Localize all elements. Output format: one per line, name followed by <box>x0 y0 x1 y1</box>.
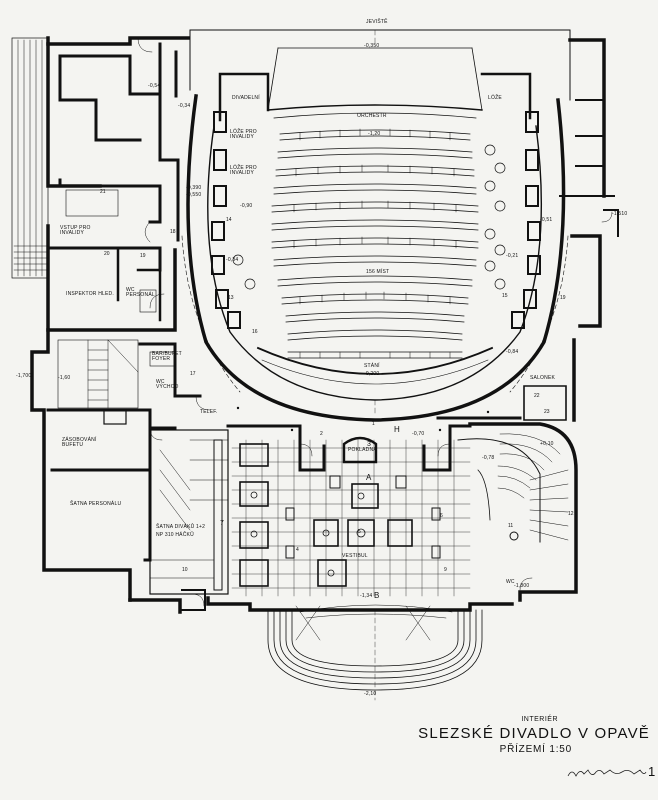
drawing-subtitle: PŘÍZEMÍ 1:50 <box>499 744 572 755</box>
level-054: -0,54 <box>148 83 161 89</box>
level-070: -0,70 <box>412 431 425 437</box>
marker-h: H <box>394 425 400 434</box>
level-021: -0,21 <box>506 253 519 259</box>
level-1510: -1,510 <box>612 211 628 217</box>
level-078: -0,78 <box>482 455 495 461</box>
seat-ticks <box>293 128 457 359</box>
label-vestibul: VESTIBUL <box>342 553 368 559</box>
label-inspektor-hled: INSPEKTOR HLED. <box>66 291 114 297</box>
sheet-number: 1 <box>648 764 656 779</box>
left-lower-wing <box>30 328 206 614</box>
level-1800: -1,800 <box>514 583 530 589</box>
label-bufet-foyer: BAR/BUFET FOYER <box>152 351 182 362</box>
level-stani: -0,200 <box>364 371 380 377</box>
room-number-17: 17 <box>190 371 196 377</box>
label-pokladna: POKLADNA <box>348 447 377 453</box>
marker-a: A <box>366 473 372 482</box>
label-satna-divaku: ŠATNA DIVÁKŮ 1+2 NP 310 HÁČKŮ <box>156 524 206 538</box>
door-swings <box>137 37 613 607</box>
room-number-5: 5 <box>358 529 361 535</box>
entrance-steps <box>267 604 483 691</box>
level-034: -0,34 <box>178 103 191 109</box>
label-zasobovani-bufetu: ZÁSOBOVÁNÍ BUFETU <box>62 437 97 448</box>
room-number-1: 1 <box>372 421 375 427</box>
room-number-19: 19 <box>140 253 146 259</box>
label-vstup-pro-invalidy: VSTUP PRO INVALIDY <box>60 225 91 236</box>
room-number-21: 21 <box>100 189 106 195</box>
label-orchestr: ORCHESTR <box>357 113 387 119</box>
right-staircase <box>457 422 578 602</box>
room-number-14: 14 <box>226 217 232 223</box>
label-satna-personalu: ŠATNA PERSONÁLU <box>70 501 122 507</box>
level-051: -0,51 <box>540 217 553 223</box>
room-number-18: 18 <box>170 229 176 235</box>
room-number-19b: 19 <box>560 295 566 301</box>
vestibule <box>206 424 514 641</box>
level-034b: -0,34 <box>226 257 239 263</box>
level-0390: -0,390 <box>186 185 202 191</box>
title-block: INTERIÉR SLEZSKÉ DIVADLO V OPAVĚ PŘÍZEMÍ… <box>418 716 650 755</box>
level-stage: -0,350 <box>364 43 380 49</box>
room-number-9: 9 <box>444 567 447 573</box>
room-number-2: 2 <box>320 431 323 437</box>
label-156-mist: 156 MÍST <box>366 269 390 275</box>
level-134: -1,34 <box>360 593 373 599</box>
level-090: -0,90 <box>240 203 253 209</box>
left-wing-walls <box>11 36 190 332</box>
room-number-11: 11 <box>508 523 514 529</box>
room-number-3: 3 <box>367 441 371 448</box>
room-number-6: 6 <box>440 513 443 519</box>
level-084: -0,84 <box>506 349 519 355</box>
room-number-23: 23 <box>544 409 550 415</box>
level-0550: -0,550 <box>186 192 202 198</box>
room-number-12: 12 <box>568 511 574 517</box>
room-number-22: 22 <box>534 393 540 399</box>
box-circles <box>232 144 506 290</box>
level-160: -1,60 <box>58 375 71 381</box>
seating-rows <box>256 129 494 385</box>
level-orchestra: -1,20 <box>368 131 381 137</box>
cloakroom <box>149 429 229 595</box>
marker-b: B <box>374 591 380 600</box>
label-jeviste: JEVIŠTĚ <box>366 19 388 25</box>
drawing-category: INTERIÉR <box>521 716 558 723</box>
label-loze-right: LÓŽE <box>488 95 502 101</box>
level-210: -2,10 <box>364 691 377 697</box>
label-salonek: SALONEK <box>530 375 556 381</box>
signature-mark <box>567 769 647 777</box>
drawing-title: SLEZSKÉ DIVADLO V OPAVĚ <box>418 725 650 742</box>
label-divadelni: DIVADELNÍ <box>232 95 260 101</box>
room-number-13: 13 <box>228 295 234 301</box>
label-telef: TELEF. <box>200 409 218 415</box>
label-loze-pro-invalidy-1: LÓŽE PRO INVALIDY <box>230 129 257 140</box>
side-boxes <box>211 111 541 329</box>
room-number-10: 10 <box>182 567 188 573</box>
room-number-16: 16 <box>252 329 258 335</box>
room-number-15: 15 <box>502 293 508 299</box>
level-010: +0,10 <box>540 441 554 447</box>
label-loze-pro-invalidy-2: LÓŽE PRO INVALIDY <box>230 165 257 176</box>
label-wc-right: WC <box>506 579 515 585</box>
room-number-7: 7 <box>220 520 224 527</box>
room-number-20: 20 <box>104 251 110 257</box>
label-stani: STÁNÍ <box>364 363 380 369</box>
right-wing-walls <box>436 38 619 422</box>
label-wc-vychod: WC VÝCHOD <box>156 379 179 390</box>
label-wc-personal: WC PERSONÁL <box>126 287 155 298</box>
level-1700: -1,700 <box>16 373 32 379</box>
room-number-4: 4 <box>296 547 299 553</box>
wall-markers <box>173 354 490 432</box>
